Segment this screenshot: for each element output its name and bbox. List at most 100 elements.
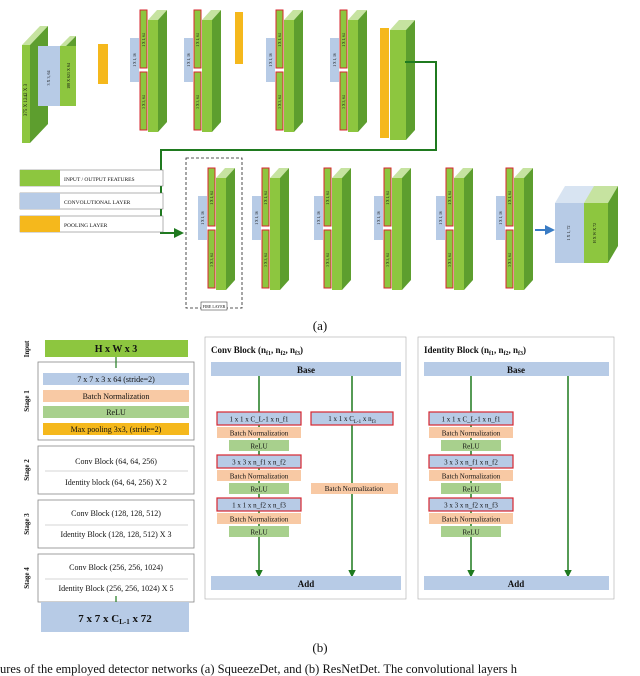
pooling-layer [98, 44, 108, 84]
svg-text:1 X 1, 16: 1 X 1, 16 [439, 211, 444, 225]
svg-text:1 X 1, 16: 1 X 1, 16 [187, 53, 192, 67]
svg-text:3 X 3, 64: 3 X 3, 64 [508, 253, 513, 267]
block-layer-label: Batch Normalization [230, 473, 289, 481]
fire-modules-row-1: 1 X 1, 16 1 X 1, 64 3 X 3, 64 1 X 1, 16 1 X … [130, 9, 415, 140]
conv-base: Base [297, 365, 315, 375]
expand-3x3 [275, 71, 284, 131]
expand-1x1 [261, 167, 270, 227]
part-a-label: (a) [313, 318, 327, 333]
input-label: Input [23, 340, 31, 357]
feature-map [216, 178, 226, 290]
fire-layer-label: FIRE LAYER [203, 304, 226, 309]
stage2-identity: Identity block (64, 64, 256) X 2 [65, 478, 167, 487]
block-layer [216, 497, 302, 512]
expand-1x1 [445, 167, 454, 227]
block-layer [428, 454, 514, 469]
squeeze-conv [314, 196, 323, 240]
block-layer [216, 454, 302, 469]
stage1-conv: 7 x 7 x 3 x 64 (stride=2) [77, 375, 155, 384]
stage4-label: Stage 4 [23, 567, 31, 589]
block-layer-label: ReLU [462, 443, 479, 451]
block-layer [441, 483, 501, 494]
expand-3x3 [445, 229, 454, 289]
output-box [41, 602, 189, 632]
svg-text:1 X 1, 16: 1 X 1, 16 [377, 211, 382, 225]
identity-block-title: Identity Block (nf1, nf2, nf3) [424, 345, 526, 357]
block-layer [441, 526, 501, 537]
stage3-box [37, 499, 195, 549]
block-layer-label: Batch Normalization [442, 516, 501, 524]
feature-map [392, 178, 402, 290]
svg-text:3 X 3, 64: 3 X 3, 64 [264, 253, 269, 267]
svg-text:3 X 3, 64: 3 X 3, 64 [46, 71, 52, 86]
feature-map [148, 20, 158, 132]
expand-1x1 [383, 167, 392, 227]
resnetdet-diagram: Input H x W x 3 Stage 1 7 x 7 x 3 x 64 (… [23, 336, 615, 655]
svg-text:1 X 1, 16: 1 X 1, 16 [255, 211, 260, 225]
block-layer-label: ReLU [462, 529, 479, 537]
block-layer [229, 440, 289, 451]
squeeze-conv [436, 196, 445, 240]
legend-swatch [20, 170, 60, 186]
legend-label: CONVOLUTIONAL LAYER [64, 200, 131, 206]
feature-map [270, 178, 280, 290]
stage1-relu: ReLU [106, 408, 126, 417]
squeeze-conv [266, 38, 275, 82]
block-layer-label: ReLU [250, 486, 267, 494]
legend-label: INPUT / OUTPUT FEATURES [64, 177, 135, 183]
conv-shortcut-bn: Batch Normalization [325, 485, 384, 493]
svg-text:1 X 1, 64: 1 X 1, 64 [326, 191, 331, 205]
svg-text:3 X 3, 64: 3 X 3, 64 [196, 95, 201, 109]
block-layer [217, 513, 301, 524]
block-layer [216, 411, 302, 426]
block-layer-label: ReLU [250, 443, 267, 451]
feature-map [390, 30, 406, 140]
stage3-identity: Identity Block (128, 128, 512) X 3 [60, 530, 171, 539]
legend: INPUT / OUTPUT FEATURES CONVOLUTIONAL LAY… [19, 169, 164, 233]
block-layer [229, 526, 289, 537]
svg-text:1 X 1, 16: 1 X 1, 16 [201, 211, 206, 225]
block-layer [429, 427, 513, 438]
stage2-conv: Conv Block (64, 64, 256) [75, 457, 157, 466]
block-layer-label: 1 x 1 x C_L-1 x n_f1 [229, 416, 289, 424]
expand-3x3 [207, 229, 216, 289]
svg-text:1 X 1, 64: 1 X 1, 64 [278, 33, 283, 47]
conv-layer [38, 46, 60, 106]
block-layer-label: 3 x 3 x n_f1 x n_f2 [444, 459, 498, 467]
figure-caption: ures of the employed detector networks (… [0, 662, 518, 676]
block-layer-label: Batch Normalization [230, 516, 289, 524]
identity-base: Base [507, 365, 525, 375]
expand-1x1 [193, 9, 202, 69]
svg-text:3 X 3, 64: 3 X 3, 64 [386, 253, 391, 267]
svg-text:1 X 1, 16: 1 X 1, 16 [133, 53, 138, 67]
block-layer [429, 470, 513, 481]
pooling-layer [235, 12, 243, 64]
expand-3x3 [383, 229, 392, 289]
svg-text:1 X 1, 64: 1 X 1, 64 [210, 191, 215, 205]
input-size-text: H x W x 3 [95, 344, 137, 355]
pooling-layer [380, 28, 389, 138]
svg-text:3 X 3, 64: 3 X 3, 64 [448, 253, 453, 267]
svg-text:1 X 1, 16: 1 X 1, 16 [499, 211, 504, 225]
expand-3x3 [339, 71, 348, 131]
stage4-conv: Conv Block (256, 256, 1024) [69, 563, 163, 572]
svg-text:3 X 3, 64: 3 X 3, 64 [142, 95, 147, 109]
conv-shortcut-conv: 1 x 1 x CL-1 x nf3 [328, 415, 376, 425]
expand-1x1 [323, 167, 332, 227]
squeeze-conv [130, 38, 139, 82]
svg-text:1 X 1, 64: 1 X 1, 64 [448, 191, 453, 205]
output-feature-block: H X W X 72 [584, 186, 618, 263]
block-layer-label: Batch Normalization [442, 473, 501, 481]
expand-1x1 [275, 9, 284, 69]
svg-text:1 X 1, 64: 1 X 1, 64 [342, 33, 347, 47]
fire-layer-box [185, 157, 243, 309]
stage1-pool: Max pooling 3x3, (stride=2) [71, 425, 162, 434]
legend-swatch [20, 193, 60, 209]
svg-text:3 X 3, 64: 3 X 3, 64 [342, 95, 347, 109]
block-layer [217, 470, 301, 481]
block-layer-label: 1 x 1 x C_L-1 x n_f1 [441, 416, 501, 424]
legend-label: POOLING LAYER [64, 223, 108, 229]
svg-text:1 X 1, 64: 1 X 1, 64 [264, 191, 269, 205]
